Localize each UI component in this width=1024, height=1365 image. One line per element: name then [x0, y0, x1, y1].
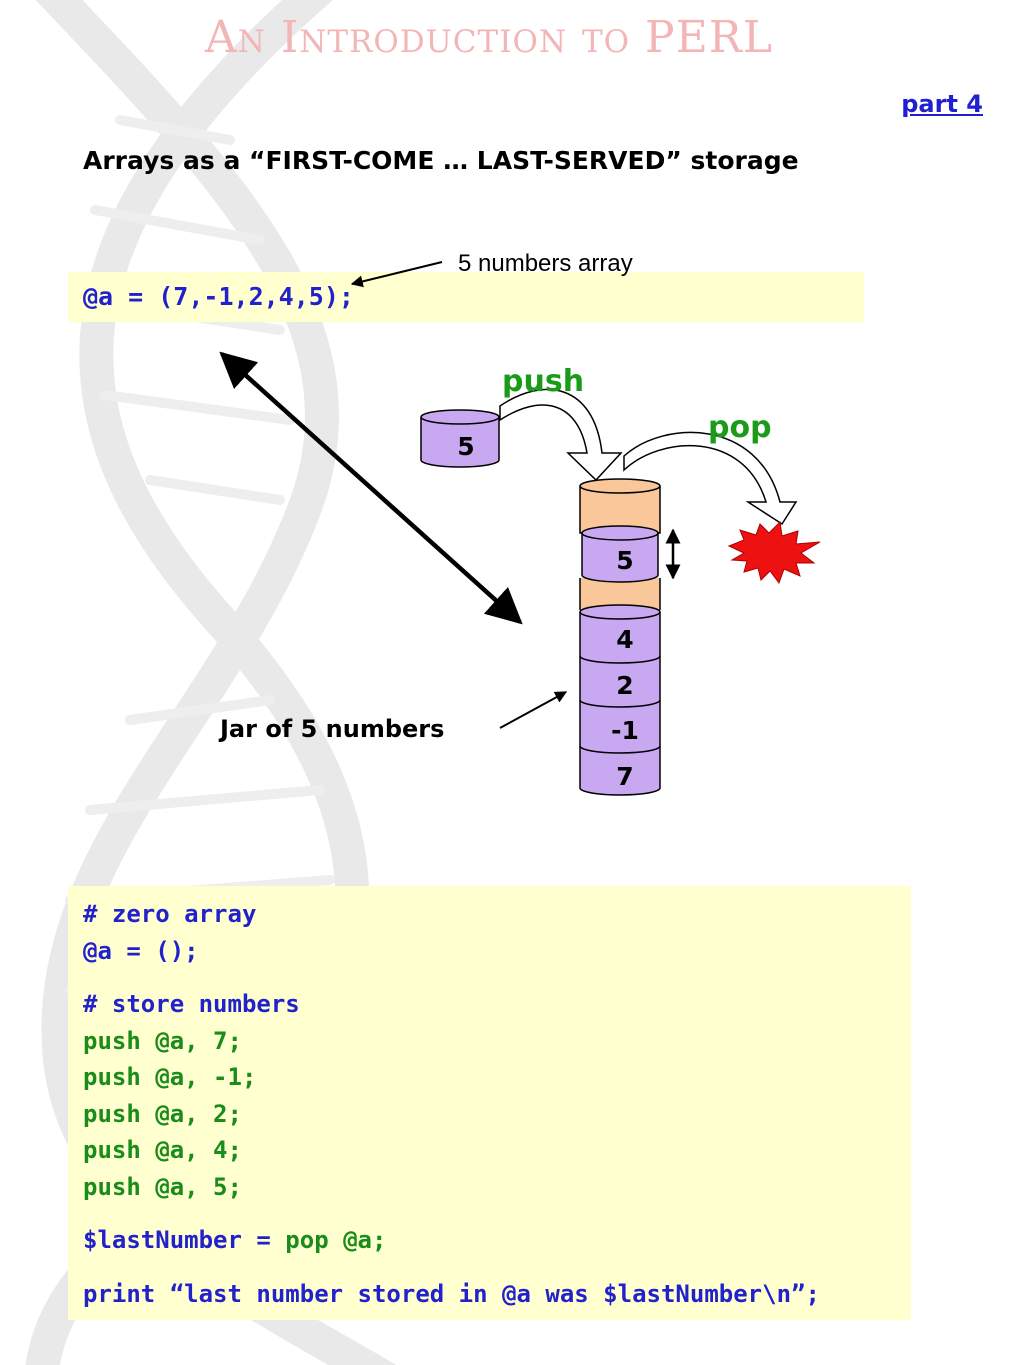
pop-curved-arrow [623, 431, 798, 526]
code-pop-line: $lastNumber = pop @a; [83, 1222, 820, 1259]
jar-value: -1 [611, 716, 639, 745]
slide-header-title: An Introduction to PERL [205, 12, 774, 63]
jar-top-cylinder [581, 525, 659, 583]
push-label: push [502, 364, 585, 399]
code-push-line: push @a, 7; [83, 1026, 242, 1055]
push-curved-arrow [499, 388, 623, 482]
correspondence-double-arrow [219, 351, 523, 625]
code-line: @a = (); [83, 936, 199, 965]
code-push-line: push @a, 5; [83, 1172, 242, 1201]
code-pop-call: pop @a; [285, 1226, 387, 1254]
array-annotation: 5 numbers array [458, 250, 633, 277]
jar-stack [579, 604, 661, 796]
jar-value: 4 [616, 625, 633, 654]
code-push-line: push @a, 4; [83, 1136, 242, 1164]
code-comment: # zero array [83, 900, 257, 928]
jar-pointer-arrow [499, 691, 568, 729]
array-pointer-arrow [350, 261, 443, 288]
code-comment: # store numbers [83, 990, 300, 1018]
array-code-box [68, 272, 864, 322]
jar-empty-top [579, 478, 661, 534]
code-example-box [68, 886, 911, 1320]
incoming-cylinder [420, 409, 500, 468]
slide-subtitle: Arrays as a “FIRST-COME … LAST-SERVED” s… [83, 146, 799, 175]
jar-annotation: Jar of 5 numbers [220, 715, 445, 743]
incoming-value: 5 [457, 432, 474, 461]
code-example: # zero array @a = (); # store numbers pu… [83, 896, 820, 1312]
part-link[interactable]: part 4 [901, 90, 983, 118]
jar-top-value: 5 [616, 546, 633, 575]
code-variable: $lastNumber = [83, 1226, 286, 1254]
code-push-line: push @a, 2; [83, 1099, 242, 1128]
array-assignment-code: @a = (7,-1,2,4,5); [83, 282, 354, 311]
pop-label: pop [708, 410, 772, 445]
code-print-line: print “last number stored in @a was $las… [83, 1279, 820, 1308]
jar-value: 2 [616, 671, 633, 700]
discard-burst-icon [727, 520, 821, 585]
code-push-line: push @a, -1; [83, 1063, 257, 1091]
jar-value: 7 [616, 762, 633, 791]
